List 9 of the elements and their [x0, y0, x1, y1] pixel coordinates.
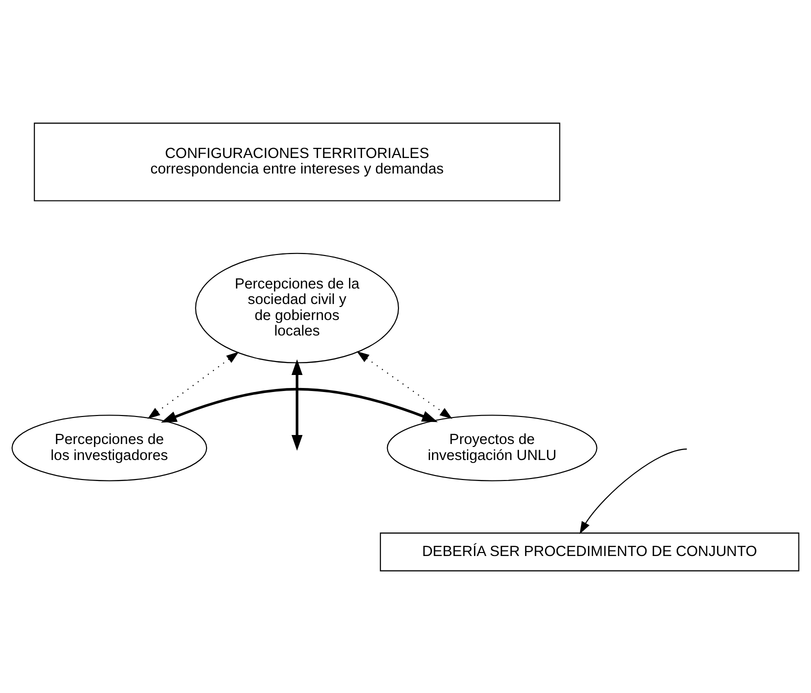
node-ellipse: Proyectos de investigación UNLU: [386, 414, 598, 481]
arrow: [580, 448, 687, 534]
node-box: CONFIGURACIONES TERRITORIALES correspondencia entre intereses y demandas: [34, 122, 560, 201]
arrow: [292, 358, 303, 450]
arrow: [356, 350, 452, 418]
arrow: [160, 387, 438, 422]
arrow: [148, 351, 239, 418]
node-box: DEBERÍA SER PROCEDIMIENTO DE CONJUNTO: [380, 532, 800, 571]
node-ellipse: Percepciones de los investigadores: [12, 414, 208, 481]
